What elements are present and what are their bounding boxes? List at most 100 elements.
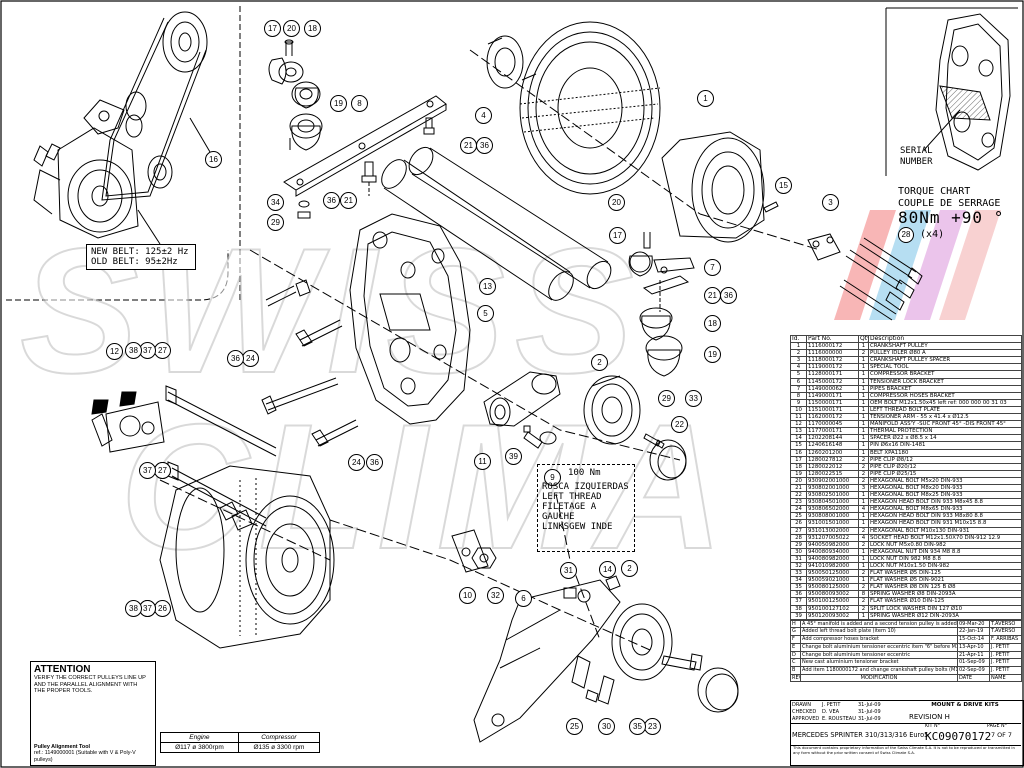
part-number: 930902001000 [806, 476, 859, 485]
torque-ref-row: 28 (x4) [898, 227, 1004, 244]
part-qty: 1 [858, 363, 869, 372]
part-description: PULLEY IDLER Ø80 A [868, 349, 1022, 358]
part-description: THERMAL PROTECTION [868, 427, 1022, 436]
kit-label: KIT N° [925, 724, 941, 729]
category: MOUNT & DRIVE KITS [931, 702, 999, 708]
torque-title: TORQUE CHART [898, 186, 971, 197]
part-id: 37 [790, 597, 807, 606]
callout-20: 20 [608, 194, 625, 211]
part-number: 940050982000 [806, 540, 859, 549]
attention-body: VERIFY THE CORRECT PULLEYS LINE UP AND T… [31, 675, 155, 695]
crankshaft-pulley [519, 21, 661, 195]
part-number: 950080125000 [806, 583, 859, 592]
revision-by: F. ARRIBAS [989, 635, 1022, 644]
part-number: 950080093002 [806, 590, 859, 599]
revision-text: A 45° manifold is added and a second ten… [800, 619, 958, 629]
callout-1: 1 [697, 90, 714, 107]
part-id: 21 [790, 483, 807, 493]
drawn-label: DRAWN [792, 702, 811, 708]
callout-9: 9 [544, 469, 561, 486]
callout-11: 11 [474, 453, 491, 470]
engine-label: Engine [160, 732, 239, 743]
callout-2: 2 [591, 354, 608, 371]
thermal-protection-13 [381, 146, 612, 301]
part-qty: 1 [858, 420, 869, 429]
part-qty: 2 [858, 455, 869, 464]
part-id: 2 [790, 349, 807, 358]
part-id: 23 [790, 498, 807, 507]
note-torque-row: 100 Nm [568, 468, 634, 478]
callout-17: 17 [264, 20, 281, 37]
part-qty: 1 [858, 498, 869, 507]
part-description: CRANKSHAFT PULLEY [868, 342, 1022, 351]
torque-qty: (x4) [920, 229, 945, 241]
part-qty: 1 [858, 441, 869, 450]
revision-date: 22-Jan-19 [957, 627, 990, 637]
revision-text: Change bolt aluminium tensioner eccentri… [800, 650, 958, 660]
part-qty: 2 [858, 476, 869, 485]
revision-row: REVISION H [909, 713, 950, 721]
part-number: 950050125000 [806, 569, 859, 578]
part-description: MANIFOLD ASS'Y -SUC FRONT 45° -DIS FRONT… [868, 420, 1022, 429]
revision-rev: H [790, 619, 801, 629]
part-description: LEFT THREAD BOLT PLATE [868, 405, 1022, 415]
callout-18: 18 [304, 20, 321, 37]
revision-text: Add item 1180000172 and change crankshaf… [800, 665, 958, 675]
serial-line-1: SERIAL [900, 146, 933, 156]
part-id: 20 [790, 476, 807, 485]
revision-rev: C [790, 658, 801, 667]
part-qty: 1 [858, 611, 869, 620]
callout-37: 37 [139, 462, 156, 479]
callout-26: 26 [154, 600, 171, 617]
callout-32: 32 [487, 587, 504, 604]
part-qty: 1 [858, 554, 869, 564]
part-number: 1280022515 [806, 469, 859, 478]
part-description: SPRING WASHER Ø8 DIN-2093A [868, 590, 1022, 599]
part-qty: 2 [858, 597, 869, 606]
part-description: SPACER Ø22 x Ø8.5 x 14 [868, 434, 1022, 443]
part-number: 1150000171 [806, 398, 859, 407]
rev-header-rev: REV. [790, 673, 801, 683]
callout-10: 10 [459, 587, 476, 604]
revision-by: J. PETIT [989, 642, 1022, 652]
part-qty: 1 [858, 434, 869, 443]
part-description: HEXAGONAL BOLT M8x25 DIN-933 [868, 491, 1022, 500]
part-id: 30 [790, 547, 807, 556]
callout-19: 19 [330, 95, 347, 112]
part-description: FLAT WASHER Ø10 DIN-125 [868, 597, 1022, 606]
part-description: COMPRESSOR BRACKET [868, 370, 1022, 379]
header-description: Description [868, 334, 1022, 344]
note-torque: 100 Nm [568, 468, 601, 478]
note-line: LINKSGEW INDE [542, 522, 613, 532]
part-id: 15 [790, 441, 807, 450]
hoses-bracket-8 [283, 95, 447, 197]
drawn-date: 31-Jul-09 [858, 702, 881, 708]
compressor-label: Compressor [237, 732, 321, 743]
part-description: BELT XPA1180 [868, 448, 1022, 457]
part-description: HEXAGONAL NUT DIN 934 M8 8.8 [868, 547, 1022, 556]
part-description: LOCK NUT M10x1.50 DIN-982 [868, 561, 1022, 571]
callout-39: 39 [505, 448, 522, 465]
revision-by: T.AVERSO [989, 619, 1022, 629]
part-number: 1145000172 [806, 377, 859, 386]
callout-38: 38 [125, 600, 142, 617]
part-id: 4 [790, 363, 807, 372]
bolt-plate-10 [451, 529, 497, 573]
callout-27: 27 [154, 462, 171, 479]
part-description: HEXAGON HEAD BOLT DIN 933 M8x80 8.8 [868, 512, 1022, 521]
torque-ref-callout: 28 [898, 227, 914, 244]
revision-date: 01-Sep-09 [957, 658, 990, 667]
copyright-notice: This document contains proprietary infor… [793, 745, 1015, 755]
part-qty: 1 [858, 547, 869, 556]
